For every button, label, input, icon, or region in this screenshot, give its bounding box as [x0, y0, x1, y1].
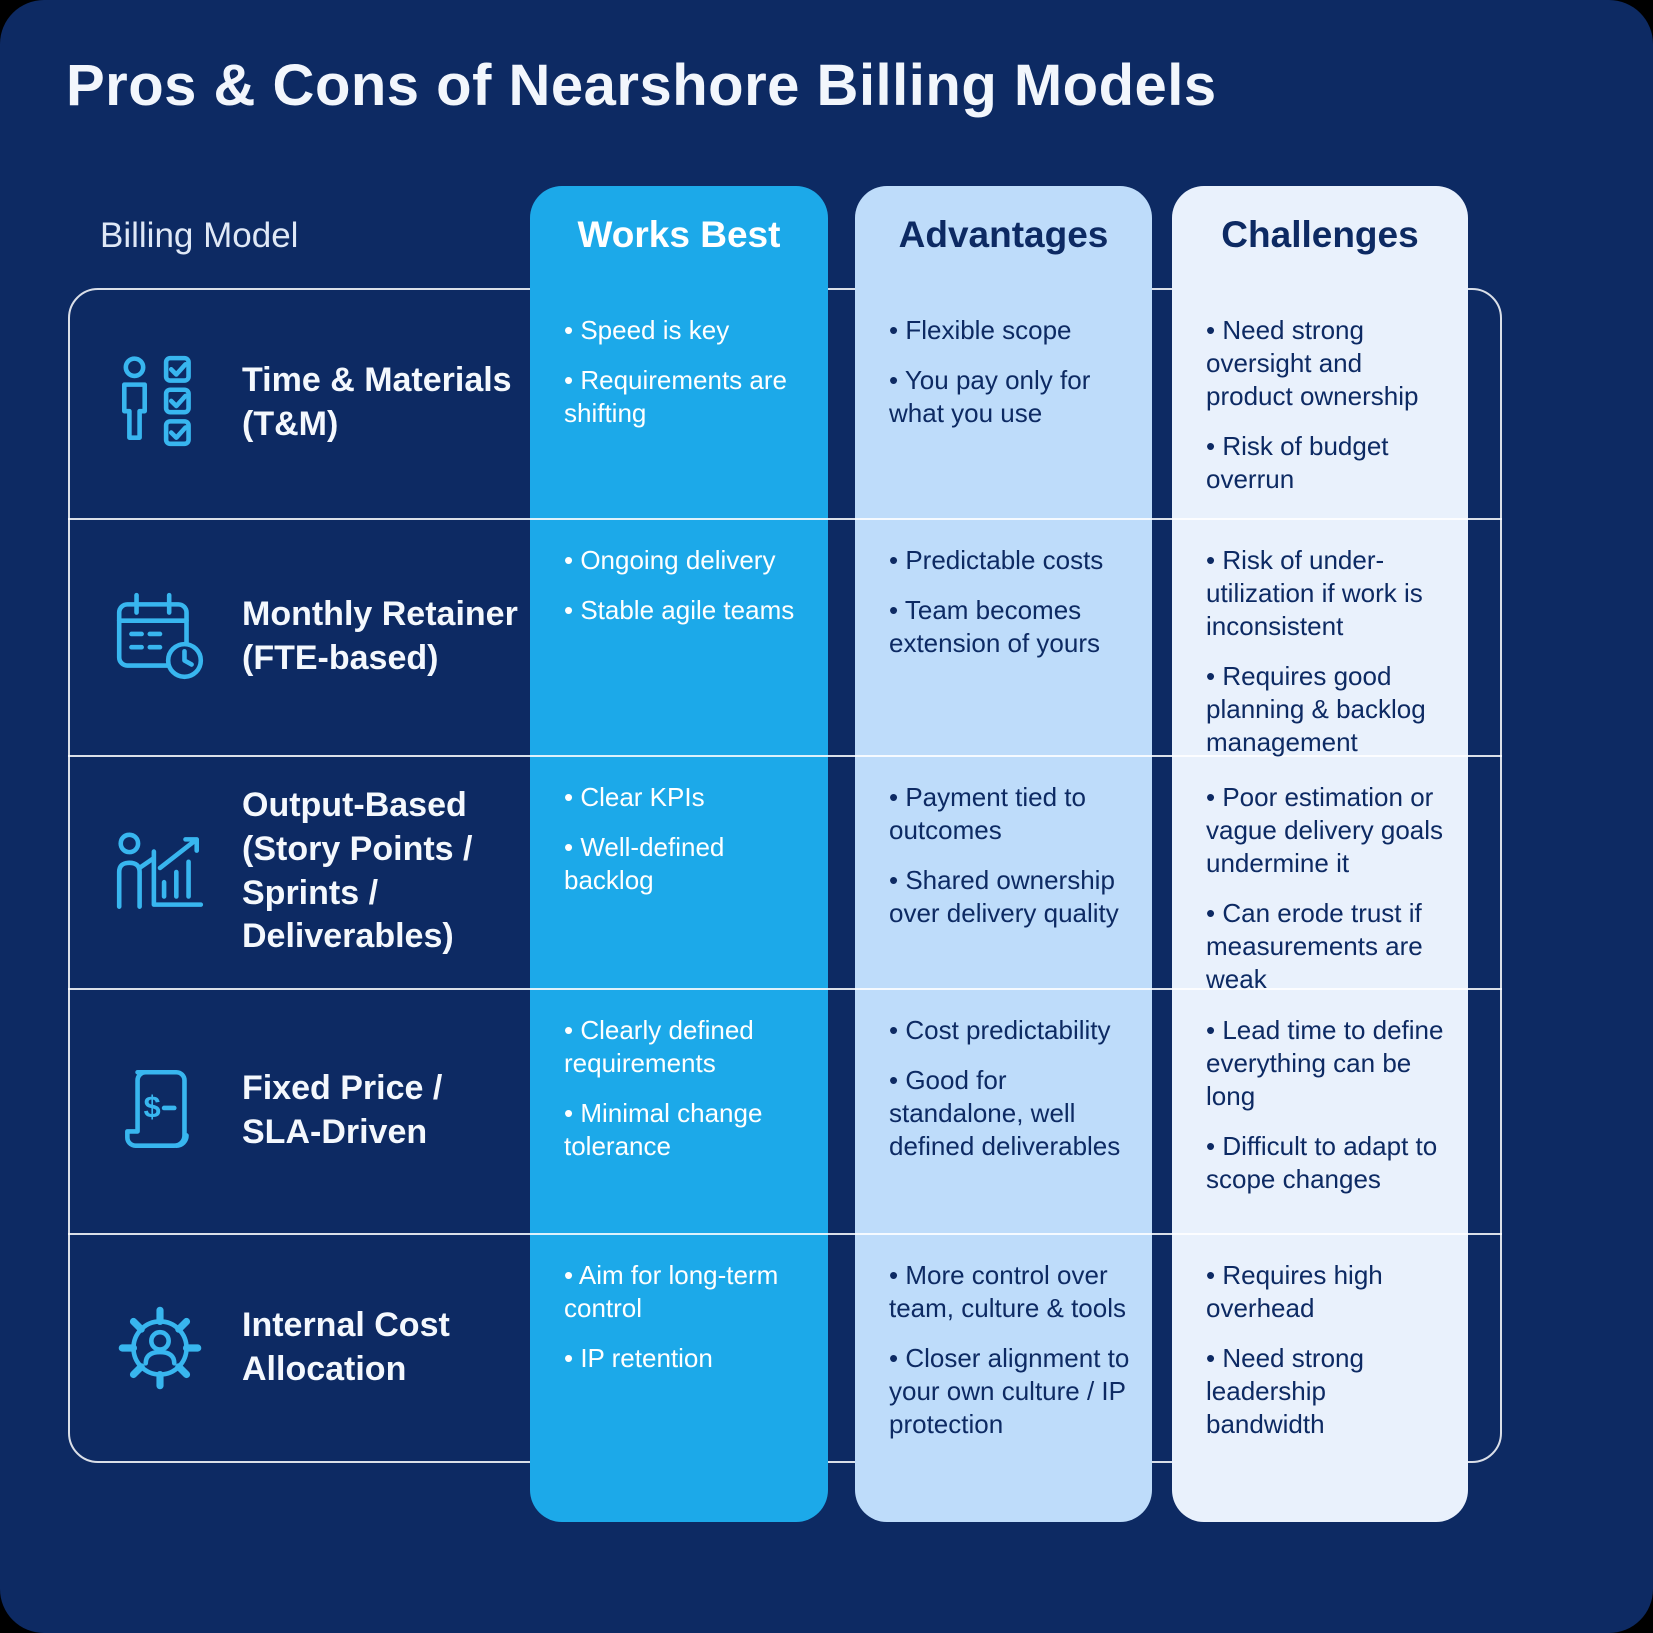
- advantage-item: • Closer alignment to your own culture /…: [889, 1343, 1130, 1440]
- billing-model-label: Output-Based (Story Points / Sprints / D…: [242, 786, 473, 956]
- works-best-item: • Aim for long-term control: [564, 1260, 779, 1324]
- person-growth-chart-icon: [92, 821, 228, 923]
- billing-model-column-header: Billing Model: [100, 216, 299, 255]
- challenge-item: • Difficult to adapt to scope changes: [1206, 1131, 1438, 1195]
- column-gap: [1152, 988, 1172, 1233]
- challenge-item-cell: • Requires high overhead • Need strong le…: [1172, 1233, 1468, 1463]
- advantage-item-cell: • Cost predictability • Good for standalo…: [855, 988, 1152, 1233]
- challenge-item: • Requires good planning & backlog manag…: [1206, 661, 1426, 758]
- advantage-item: • Predictable costs: [889, 545, 1104, 575]
- works-best-item: • Clearly defined requirements: [564, 1015, 754, 1079]
- challenge-item-cell: • Lead time to define everything can be …: [1172, 988, 1468, 1233]
- challenge-item: • Requires high overhead: [1206, 1260, 1383, 1324]
- works-best-item-cell: • Clearly defined requirements • Minimal …: [530, 988, 828, 1233]
- advantage-item: • Good for standalone, well defined deli…: [889, 1065, 1121, 1162]
- works-best-item-cell: • Ongoing delivery • Stable agile teams: [530, 518, 828, 755]
- column-gap: [828, 755, 855, 988]
- challenge-item: • Need strong leadership bandwidth: [1206, 1343, 1364, 1440]
- works-best-item-cell: • Clear KPIs • Well-defined backlog: [530, 755, 828, 988]
- works-best-item: • IP retention: [564, 1343, 713, 1374]
- gear-person-icon: [92, 1297, 228, 1399]
- column-gap: [1152, 288, 1172, 518]
- challenge-item: • Poor estimation or vague delivery goal…: [1206, 782, 1444, 879]
- billing-model-label: Time & Materials (T&M): [242, 361, 512, 443]
- challenge-item: • Need strong oversight and product owne…: [1206, 315, 1419, 412]
- person-checklist-icon: [92, 352, 228, 454]
- challenge-item: • Risk of under-utilization if work is i…: [1206, 545, 1423, 642]
- works-best-item: • Stable agile teams: [564, 595, 795, 626]
- billing-model-cell: Output-Based (Story Points / Sprints / D…: [68, 755, 530, 988]
- works-best-item-cell: • Speed is key • Requirements are shiftin…: [530, 288, 828, 518]
- works-best-column-panel: [530, 186, 828, 1522]
- column-gap: [1152, 1233, 1172, 1463]
- works-best-item: • Speed is key: [564, 315, 730, 345]
- billing-model-label: Fixed Price / SLA-Driven: [242, 1068, 443, 1151]
- challenges-column-header: Challenges: [1221, 214, 1419, 255]
- advantage-item: • Shared ownership over delivery quality: [889, 865, 1119, 929]
- billing-model-label: Internal Cost Allocation: [242, 1306, 450, 1388]
- advantage-item-cell: • More control over team, culture & tool…: [855, 1233, 1152, 1463]
- billing-model-cell: Time & Materials (T&M): [68, 288, 530, 518]
- works-best-item: • Requirements are shifting: [564, 365, 787, 429]
- advantage-item-cell: • Flexible scope • You pay only for what …: [855, 288, 1152, 518]
- calendar-clock-icon: [92, 586, 228, 688]
- challenge-item: • Risk of budget overrun: [1206, 431, 1389, 495]
- column-gap: [828, 988, 855, 1233]
- row-separator: [68, 755, 1502, 757]
- column-gap: [1152, 755, 1172, 988]
- column-gap: [828, 1233, 855, 1463]
- billing-models-table: Time & Materials (T&M) • Speed is key • Re…: [68, 288, 1468, 1463]
- advantage-item: • More control over team, culture & tool…: [889, 1260, 1126, 1324]
- advantage-item: • Team becomes extension of yours: [889, 595, 1101, 659]
- challenge-item: • Lead time to define everything can be …: [1206, 1015, 1444, 1112]
- svg-text:$: $: [144, 1090, 161, 1124]
- row-separator: [68, 988, 1502, 990]
- advantage-item: • Flexible scope: [889, 315, 1072, 345]
- billing-model-cell: $ Fixed Price / SLA-Driven: [68, 988, 530, 1233]
- challenge-item: • Can erode trust if measurements are we…: [1206, 898, 1423, 995]
- advantage-item: • Payment tied to outcomes: [889, 782, 1086, 846]
- page-title: Pros & Cons of Nearshore Billing Models: [66, 53, 1217, 118]
- challenge-item-cell: • Need strong oversight and product owne…: [1172, 288, 1468, 518]
- column-gap: [828, 518, 855, 755]
- row-separator: [68, 1233, 1502, 1235]
- works-best-item: • Clear KPIs: [564, 782, 705, 812]
- column-gap: [828, 288, 855, 518]
- billing-model-cell: Monthly Retainer (FTE-based): [68, 518, 530, 755]
- column-gap: [1152, 518, 1172, 755]
- works-best-item: • Well-defined backlog: [564, 832, 725, 896]
- works-best-item-cell: • Aim for long-term control • IP retentio…: [530, 1233, 828, 1463]
- row-separator: [68, 518, 1502, 520]
- works-best-item: • Minimal change tolerance: [564, 1098, 763, 1162]
- invoice-scroll-icon: $: [92, 1060, 228, 1162]
- advantage-item: • Cost predictability: [889, 1015, 1111, 1045]
- advantages-column-header: Advantages: [898, 214, 1109, 255]
- challenge-item-cell: • Poor estimation or vague delivery goal…: [1172, 755, 1468, 994]
- advantages-column-panel: [855, 186, 1152, 1522]
- works-best-item: • Ongoing delivery: [564, 545, 776, 575]
- advantage-item: • You pay only for what you use: [889, 365, 1091, 429]
- challenges-column-panel: [1172, 186, 1468, 1522]
- advantage-item-cell: • Predictable costs • Team becomes extens…: [855, 518, 1152, 755]
- billing-model-cell: Internal Cost Allocation: [68, 1233, 530, 1463]
- advantage-item-cell: • Payment tied to outcomes • Shared owner…: [855, 755, 1152, 988]
- billing-model-label: Monthly Retainer (FTE-based): [242, 594, 518, 677]
- works-best-column-header: Works Best: [577, 214, 781, 255]
- challenge-item-cell: • Risk of under-utilization if work is i…: [1172, 518, 1468, 757]
